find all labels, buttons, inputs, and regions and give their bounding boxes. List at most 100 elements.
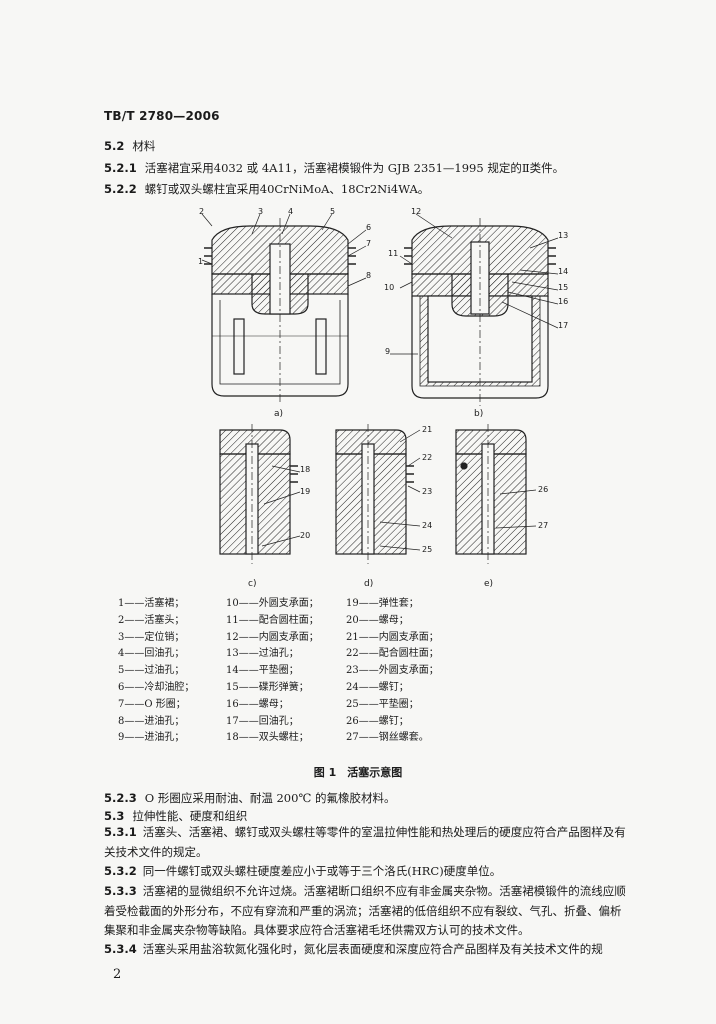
legend-item: 26——螺钉； [346,715,409,727]
callout-number: 3 [258,207,263,216]
callout-number: 23 [422,487,432,496]
legend-item: 13——过油孔； [226,648,299,660]
clause-5-3-2: 5.3.2 同一件螺钉或双头螺柱硬度差应小于或等于三个洛氏(HRC)硬度单位。 [104,862,632,882]
callout-number: 12 [411,207,421,216]
clause-text: 活塞裙的显微组织不允许过烧。活塞裙断口组织不应有非金属夹杂物。活塞裙模锻件的流线… [104,884,626,937]
clause-5-2-1: 5.2.1 活塞裙宜采用4032 或 4A11，活塞裙模锻件为 GJB 2351—… [104,160,564,176]
legend-item: 17——回油孔； [226,715,299,727]
callout-number: 18 [300,465,310,474]
legend-item: 20——螺母； [346,614,409,626]
legend-item: 23——外圆支承面； [346,665,439,677]
subfigure-label-b: b) [474,409,483,419]
legend-item: 19——弹性套； [346,598,419,609]
clause-text: 活塞头、活塞裙、螺钉或双头螺柱等零件的室温拉伸性能和热处理后的硬度应符合产品图样… [104,825,626,859]
clause-number: 5.2.1 [104,161,137,175]
legend-item: 25——平垫圈； [346,698,419,710]
callout-number: 27 [538,521,548,530]
piston-figure: 1 2 3 4 5 6 7 8 9 10 11 12 13 14 15 16 1… [198,207,568,589]
section-number: 5.3 [104,809,125,823]
subfigure-label-e: e) [484,579,493,589]
clause-text: 活塞裙宜采用4032 或 4A11，活塞裙模锻件为 GJB 2351—1995 … [144,161,565,175]
leader-lines [201,213,559,551]
legend-column-1: 1——活塞裙； 2——活塞头； 3——定位销； 4——回油孔； 5——过油孔； … [118,596,194,747]
callout-number: 14 [558,267,568,276]
legend-item: 16——螺母； [226,698,289,710]
callout-number: 22 [422,453,432,462]
legend-item: 15——碟形弹簧； [226,681,309,693]
legend-item: 9——进油孔； [118,732,185,744]
section-number: 5.2 [104,139,125,153]
clause-text: 活塞头采用盐浴软氮化强化时，氮化层表面硬度和深度应符合产品图样及有关技术文件的规 [142,942,603,956]
callout-number: 17 [558,321,568,330]
legend-item: 10——外圆支承面； [226,598,319,609]
clause-number: 5.3.2 [104,864,137,878]
section-5-2: 5.2 材料 [104,138,155,154]
callout-number: 6 [366,223,371,232]
legend-item: 7——O 形圈； [118,698,186,710]
legend-item: 4——回油孔； [118,648,185,660]
legend-column-3: 19——弹性套； 20——螺母； 21——内圆支承面； 22——配合圆柱面； 2… [346,596,439,747]
callout-number: 8 [366,271,371,280]
clause-5-2-3: 5.2.3 O 形圈应采用耐油、耐温 200℃ 的氟橡胶材料。 [104,790,395,806]
legend-item: 6——冷却油腔； [118,681,195,693]
section-title: 材料 [132,139,156,153]
clause-number: 5.3.4 [104,942,137,956]
page-number: 2 [113,967,122,982]
detail-drawing-c [219,424,298,564]
legend-item: 11——配合圆柱面； [226,614,319,626]
legend-item: 27——钢丝螺套。 [346,732,429,744]
clause-number: 5.2.2 [104,182,137,196]
clause-5-2-2: 5.2.2 螺钉或双头螺柱宜采用40CrNiMoA、18Cr2Ni4WA。 [104,181,429,197]
subfigure-labels: a) b) c) d) e) [248,409,493,589]
detail-drawing-d [335,424,414,564]
piston-drawing-b [404,218,556,406]
legend-item: 12——内圆支承面； [226,631,319,643]
callout-number: 24 [422,521,432,530]
callout-number: 7 [366,239,371,248]
callout-number: 2 [199,207,204,216]
clause-text: 同一件螺钉或双头螺柱硬度差应小于或等于三个洛氏(HRC)硬度单位。 [142,864,502,878]
callout-number: 1 [198,257,203,266]
legend-item: 2——活塞头； [118,614,185,626]
legend-column-2: 10——外圆支承面； 11——配合圆柱面； 12——内圆支承面； 13——过油孔… [226,596,319,747]
section-5-3: 5.3 拉伸性能、硬度和组织 [104,808,247,824]
clause-text: O 形圈应采用耐油、耐温 200℃ 的氟橡胶材料。 [144,791,396,805]
clause-number: 5.3.3 [104,884,137,898]
callout-number: 4 [288,207,293,216]
callout-number: 5 [330,207,335,216]
legend-item: 5——过油孔； [118,665,185,677]
clause-text: 螺钉或双头螺柱宜采用40CrNiMoA、18Cr2Ni4WA。 [144,182,430,196]
standard-code: TB/T 2780—2006 [104,109,220,123]
clause-5-3-4: 5.3.4 活塞头采用盐浴软氮化强化时，氮化层表面硬度和深度应符合产品图样及有关技… [104,940,632,960]
legend-item: 14——平垫圈； [226,665,299,677]
piston-drawing-a [204,218,356,404]
legend-item: 1——活塞裙； [118,598,185,609]
clause-number: 5.3.1 [104,825,137,839]
callout-number: 19 [300,487,310,496]
callout-number: 21 [422,425,432,434]
section-title: 拉伸性能、硬度和组织 [132,809,248,823]
callout-labels: 1 2 3 4 5 6 7 8 9 10 11 12 13 14 15 16 1… [198,207,568,554]
callout-number: 9 [385,347,390,356]
subfigure-label-d: d) [364,579,373,589]
callout-number: 20 [300,531,310,540]
subfigure-label-c: c) [248,579,256,589]
legend-item: 21——内圆支承面； [346,631,439,643]
figure-caption: 图 1 活塞示意图 [313,766,403,779]
legend-item: 3——定位销； [118,631,185,643]
callout-number: 15 [558,283,568,292]
legend-item: 24——螺钉； [346,681,409,693]
legend-item: 22——配合圆柱面； [346,648,439,660]
callout-number: 13 [558,231,568,240]
detail-drawing-e [455,424,527,564]
legend-item: 18——双头螺柱； [226,732,309,744]
callout-number: 11 [388,249,398,258]
callout-number: 10 [384,283,394,292]
legend-item: 8——进油孔； [118,715,185,727]
callout-number: 26 [538,485,548,494]
subfigure-label-a: a) [274,409,283,419]
clause-number: 5.2.3 [104,791,137,805]
